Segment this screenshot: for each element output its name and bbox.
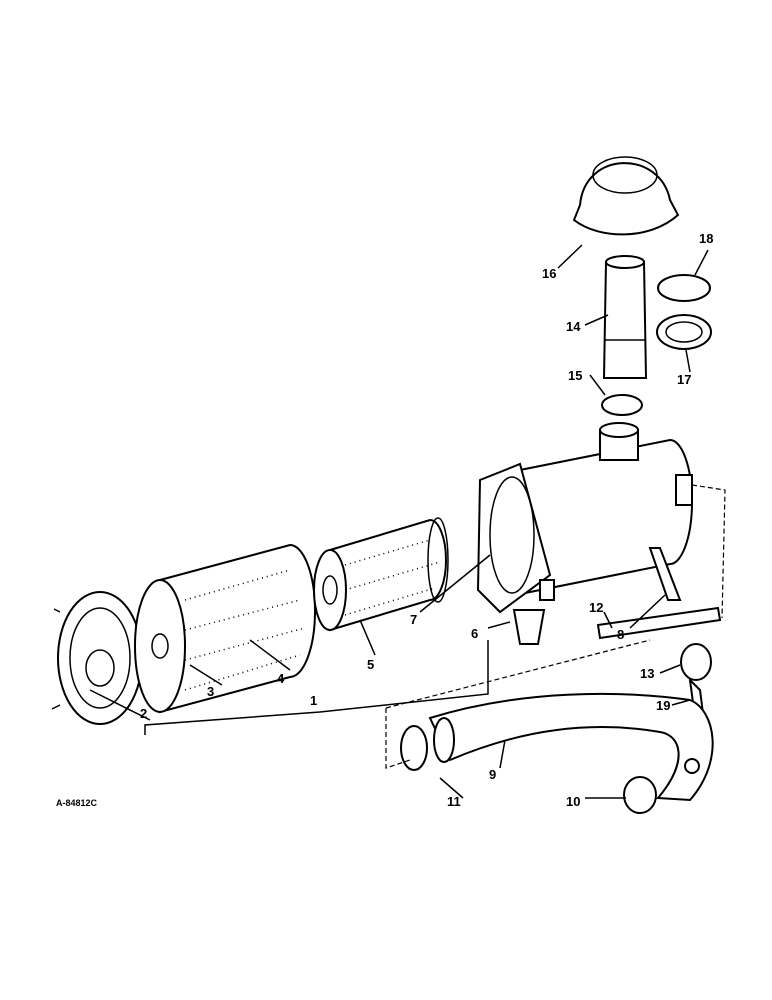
- seal-ring-17: [656, 314, 712, 350]
- callout-17: 17: [677, 372, 691, 387]
- elbow-hose: [428, 692, 714, 802]
- callout-16: 16: [542, 266, 556, 281]
- callout-5: 5: [367, 657, 374, 672]
- leader-lines: [89, 244, 726, 799]
- callout-1: 1: [310, 693, 317, 708]
- callout-14: 14: [566, 319, 581, 334]
- clamp-18: [657, 274, 711, 302]
- inner-filter-element: [313, 517, 449, 632]
- outer-filter-element: [134, 543, 316, 714]
- callout-2: 2: [140, 706, 147, 721]
- callout-11: 11: [447, 794, 461, 809]
- callout-8: 8: [617, 627, 624, 642]
- air-cleaner-body: [476, 422, 693, 614]
- hose-clamp-10: [623, 776, 657, 814]
- callout-10: 10: [566, 794, 580, 809]
- callout-7: 7: [410, 612, 417, 627]
- hose-clamp-13: [680, 643, 712, 681]
- end-cover: [51, 591, 143, 725]
- callout-9: 9: [489, 767, 496, 782]
- mounting-bracket: [596, 606, 722, 640]
- intake-tube: [602, 255, 648, 379]
- callout-3: 3: [207, 684, 214, 699]
- callout-13: 13: [640, 666, 654, 681]
- clamp-15: [601, 394, 643, 416]
- precleaner-cap: [572, 156, 680, 236]
- drawing-code: A-84812C: [56, 798, 98, 808]
- callout-18: 18: [699, 231, 713, 246]
- callout-4: 4: [277, 671, 285, 686]
- hose-clamp-11: [400, 725, 428, 771]
- callout-15: 15: [568, 368, 582, 383]
- callout-12: 12: [589, 600, 603, 615]
- callout-19: 19: [656, 698, 670, 713]
- callout-6: 6: [471, 626, 478, 641]
- dust-cup-valve: [512, 609, 546, 645]
